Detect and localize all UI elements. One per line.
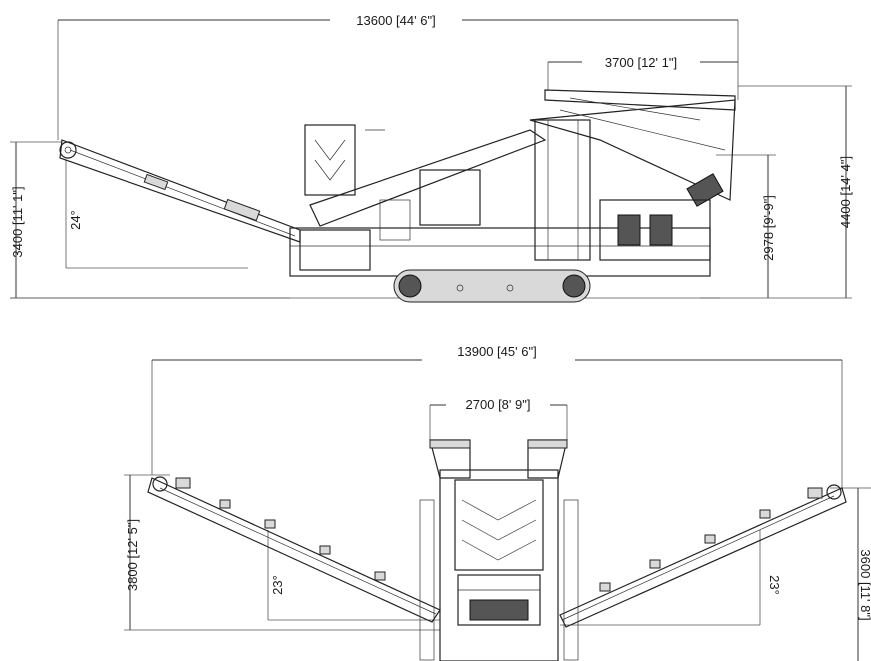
- side-view: 13600 [44' 6"] 3700 [12' 1"] 3400 [11' 1…: [10, 13, 853, 303]
- left-conveyor-angle-label: 23°: [270, 575, 285, 595]
- hopper-width-dimension: 2700 [8' 9"]: [429, 397, 568, 440]
- side-conveyor-angle: 24°: [65, 160, 248, 269]
- conveyor-height-dimension: 3400 [11' 1"]: [10, 141, 290, 299]
- overall-length-label: 13600 [44' 6"]: [356, 13, 435, 28]
- right-conveyor-height-dimension: 3600 [11' 8"]: [830, 487, 871, 661]
- right-conveyor-angle: 23°: [560, 530, 782, 626]
- feed-height-label: 2978 [9'-9"]: [761, 195, 776, 261]
- left-conveyor-height-dimension: 3800 [12' 5"]: [124, 474, 440, 631]
- screenbox-length-dimension: 3700 [12' 1"]: [547, 55, 738, 90]
- hopper-width-label: 2700 [8' 9"]: [466, 397, 531, 412]
- overall-width-label: 13900 [45' 6"]: [457, 344, 536, 359]
- front-view: 13900 [45' 6"] 2700 [8' 9"] 3800 [12' 5"…: [124, 344, 871, 661]
- screenbox-length-label: 3700 [12' 1"]: [605, 55, 677, 70]
- feed-height-dimension: 2978 [9'-9"]: [716, 154, 776, 298]
- right-conveyor-angle-label: 23°: [767, 575, 782, 595]
- front-machine-outline: [147, 439, 847, 661]
- conveyor-height-label: 3400 [11' 1"]: [10, 186, 25, 257]
- side-machine-outline: [59, 89, 736, 303]
- left-conveyor-angle: 23°: [267, 530, 440, 621]
- overall-length-dimension: 13600 [44' 6"]: [57, 13, 739, 140]
- side-conveyor-angle-label: 24°: [68, 210, 83, 230]
- overall-height-dimension: 4400 [14' 4"]: [700, 85, 853, 299]
- overall-height-label: 4400 [14' 4"]: [838, 156, 853, 228]
- left-conveyor-height-label: 3800 [12' 5"]: [125, 519, 140, 591]
- overall-width-dimension: 13900 [45' 6"]: [151, 344, 843, 488]
- right-conveyor-height-label: 3600 [11' 8"]: [858, 549, 871, 620]
